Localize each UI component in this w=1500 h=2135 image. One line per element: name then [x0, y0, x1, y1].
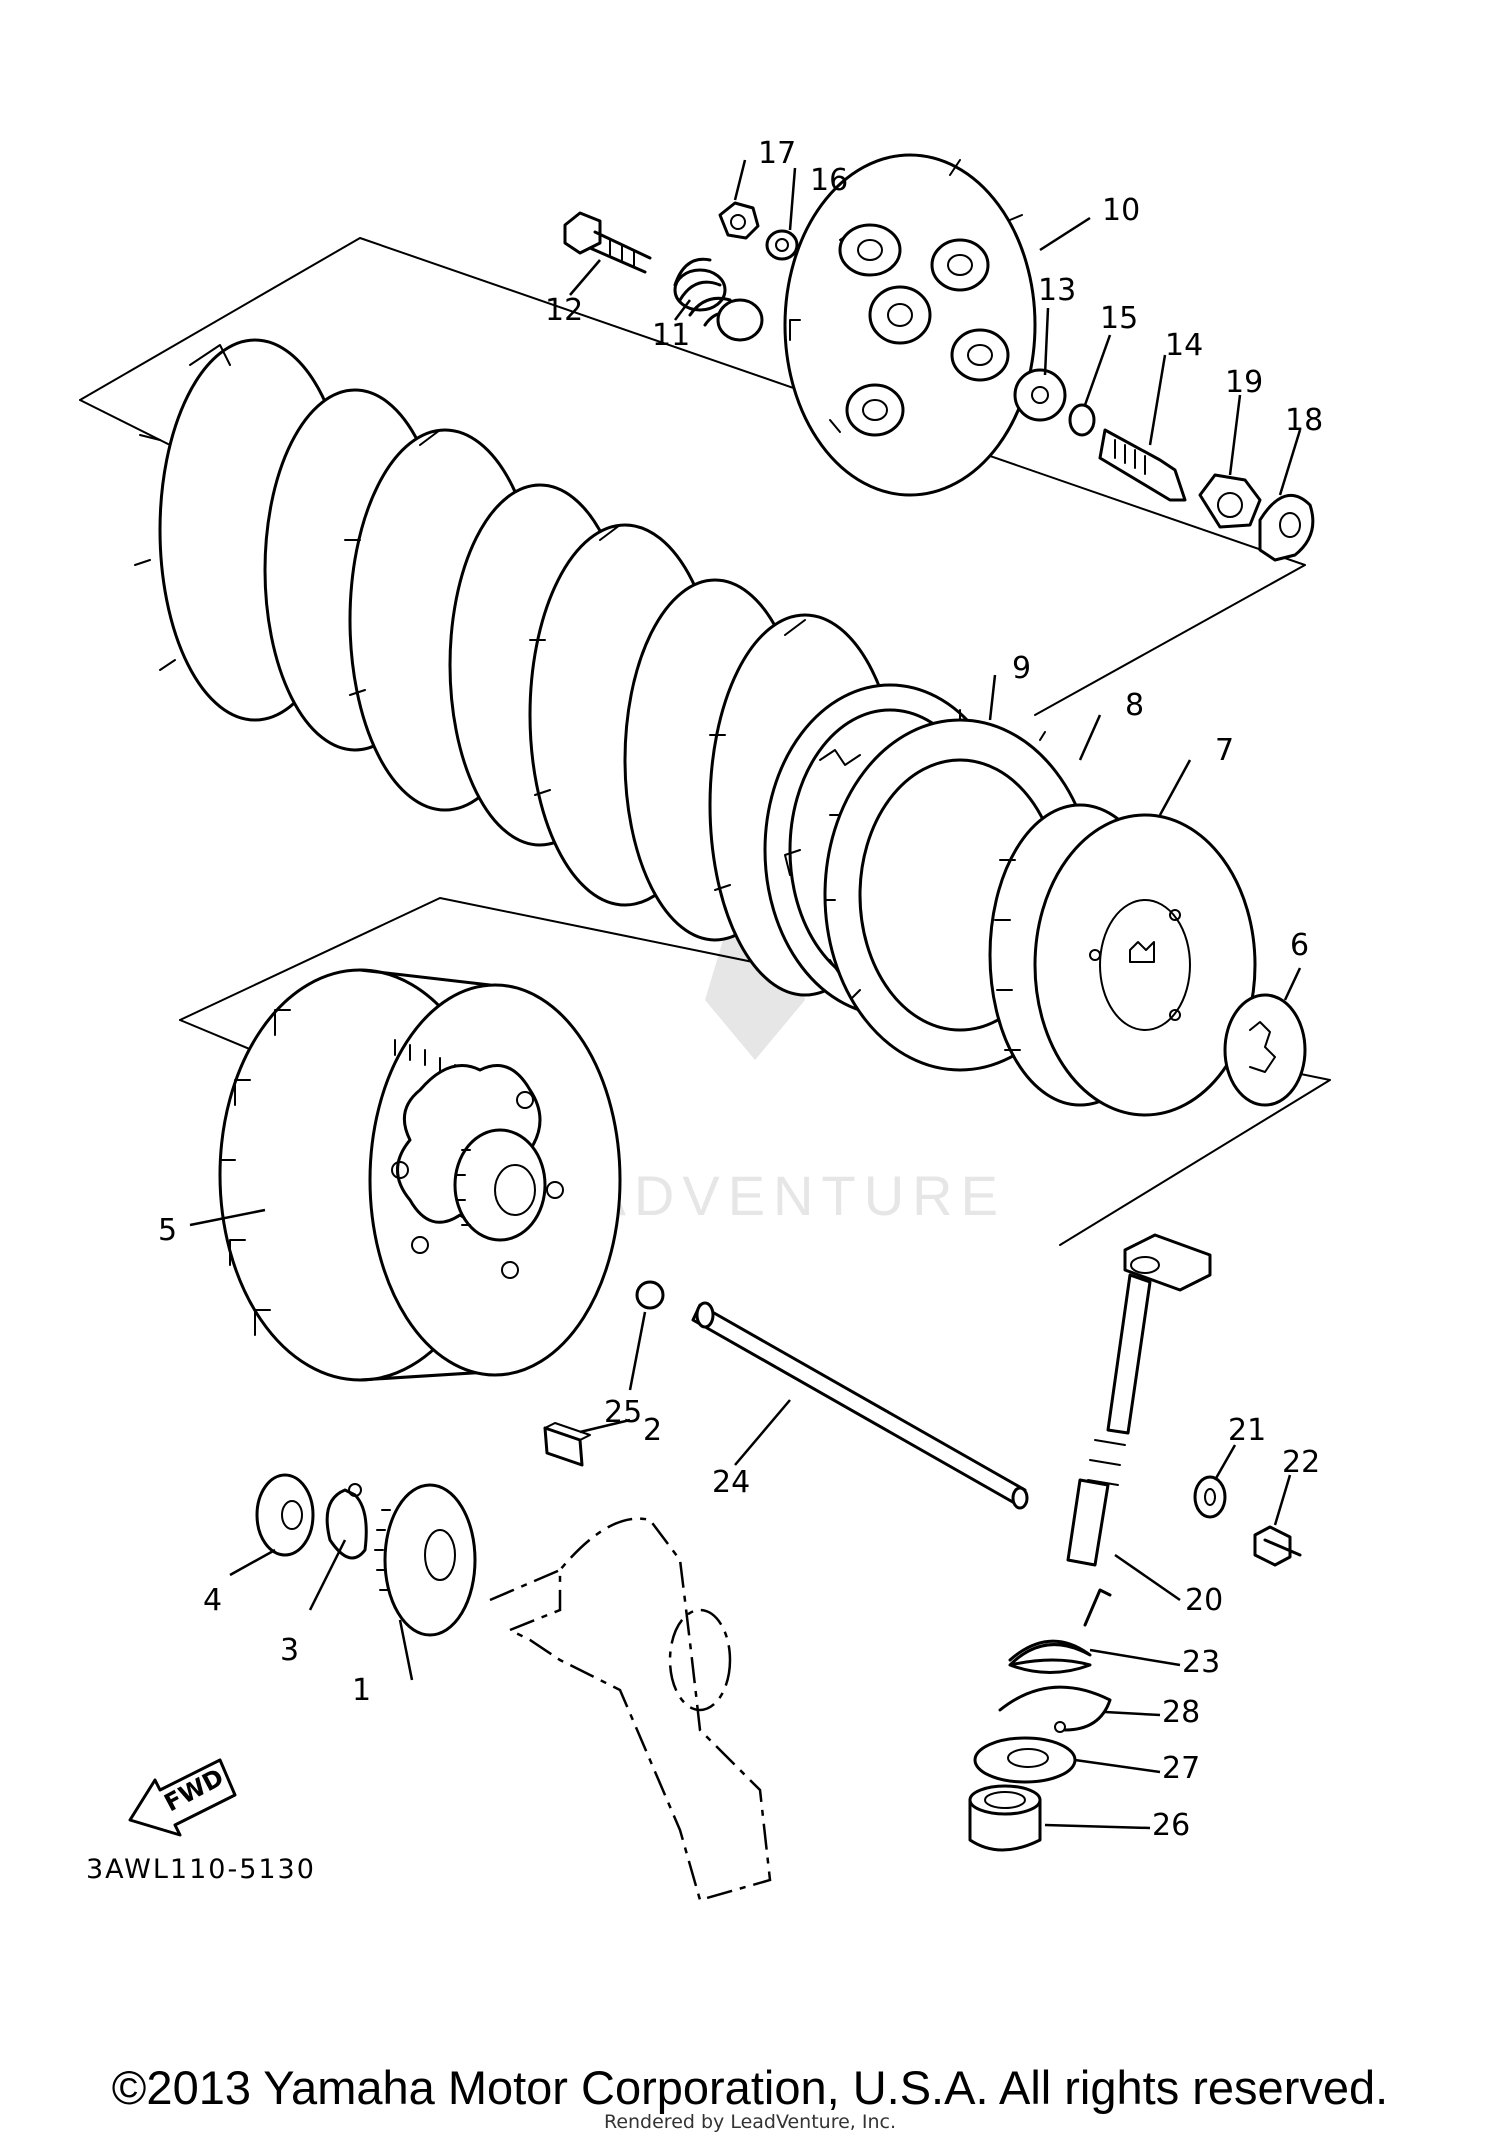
callout-14: 14: [1165, 328, 1203, 363]
callout-24: 24: [712, 1465, 750, 1500]
part-25-ball: [635, 1280, 665, 1310]
part-17-nut: [718, 201, 760, 240]
part-18-lock-washer: [1258, 494, 1315, 562]
part-19-nut: [1198, 473, 1262, 529]
callout-17: 17: [758, 136, 796, 171]
callout-9: 9: [1012, 651, 1031, 686]
part-14-push-rod: [1098, 428, 1187, 502]
callout-11: 11: [652, 318, 690, 353]
pressure-plate-bosses: [838, 223, 1010, 437]
callout-7: 7: [1215, 733, 1234, 768]
callout-27: 27: [1162, 1751, 1200, 1786]
crankshaft-phantom: [489, 1517, 772, 1902]
callout-26: 26: [1152, 1808, 1190, 1843]
part-16-washer: [765, 229, 799, 261]
part-1-primary-drive-gear: [374, 1483, 477, 1637]
part-26-bushing: [968, 1784, 1042, 1852]
callout-3: 3: [280, 1633, 299, 1668]
rendered-by-notice: Rendered by LeadVenture, Inc.: [603, 2111, 897, 2133]
callout-2: 2: [643, 1413, 662, 1448]
callout-21: 21: [1228, 1413, 1266, 1448]
part-10-pressure-plate: [783, 153, 1037, 497]
part-7-clutch-boss: [988, 803, 1257, 1117]
callout-19: 19: [1225, 365, 1263, 400]
diagram-code: 3AWL110-5130: [86, 1854, 316, 1885]
part-20-push-lever: [1066, 1233, 1212, 1567]
callout-5: 5: [158, 1213, 177, 1248]
callout-23: 23: [1182, 1645, 1220, 1680]
part-21-washer: [1193, 1475, 1227, 1519]
callout-10: 10: [1102, 193, 1140, 228]
callout-16: 16: [810, 163, 848, 198]
part-6-lock-washer: [1223, 993, 1307, 1107]
callout-12: 12: [545, 293, 583, 328]
part-28-circlip: [998, 1685, 1112, 1733]
callout-22: 22: [1282, 1445, 1320, 1480]
callout-8: 8: [1125, 688, 1144, 723]
part-24-push-rod: [691, 1301, 1029, 1510]
callout-numbers: 1 2 3 4 5 6 7 8 9 10 11 12 13 14 15 16 1…: [158, 136, 1323, 1843]
part-27-oil-seal: [973, 1736, 1077, 1784]
callout-4: 4: [203, 1583, 222, 1618]
callout-28: 28: [1162, 1695, 1200, 1730]
part-13-washer: [1013, 368, 1067, 422]
part-4-washer: [255, 1473, 315, 1557]
callout-13: 13: [1038, 273, 1076, 308]
callout-15: 15: [1100, 301, 1138, 336]
callout-25: 25: [604, 1395, 642, 1430]
part-3-circlip: [325, 1483, 368, 1560]
leader-lines: [189, 159, 1302, 1830]
fwd-arrow-icon: FWD: [128, 1758, 237, 1837]
copyright-notice: ©2013 Yamaha Motor Corporation, U.S.A. A…: [111, 2061, 1389, 2114]
callout-1: 1: [352, 1673, 371, 1708]
part-5-clutch-housing: [218, 968, 622, 1382]
part-2-key: [543, 1422, 591, 1467]
callout-18: 18: [1285, 403, 1323, 438]
part-23-spring: [1008, 1588, 1112, 1674]
part-15-o-ring: [1068, 403, 1096, 437]
part-22-bolt: [1253, 1525, 1302, 1567]
part-12-bolt: [563, 211, 652, 274]
callout-20: 20: [1185, 1583, 1223, 1618]
part-11-spring: [673, 257, 764, 342]
callout-6: 6: [1290, 928, 1309, 963]
